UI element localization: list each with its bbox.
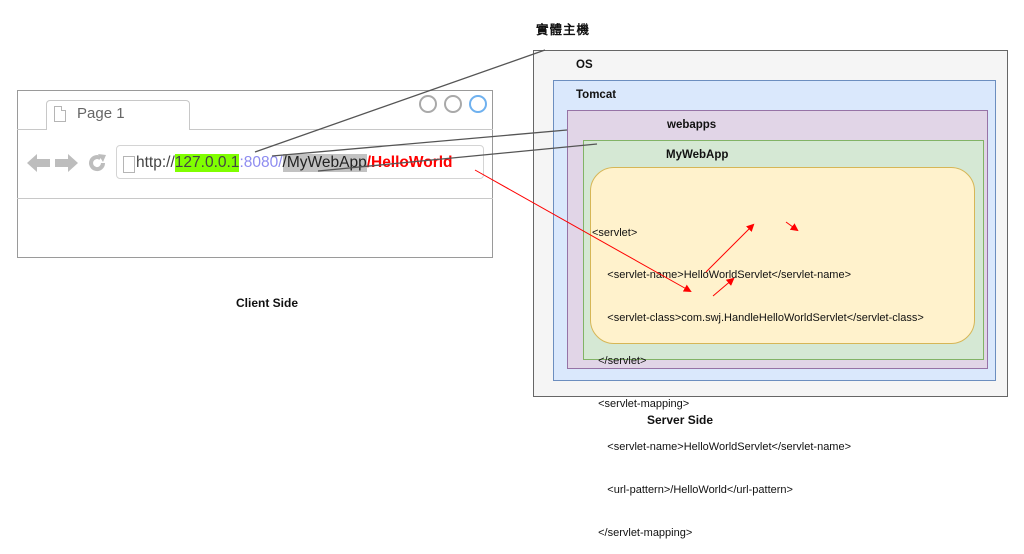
web-xml-config: <servlet> <servlet-name>HelloWorldServle… bbox=[592, 197, 924, 554]
forward-arrow-icon[interactable] bbox=[55, 153, 79, 177]
url-host: 127.0.0.1 bbox=[174, 154, 240, 172]
back-arrow-icon[interactable] bbox=[27, 153, 51, 177]
url-separator: / bbox=[278, 154, 283, 171]
url-app: /MyWebApp bbox=[282, 154, 367, 172]
url-port: :8080 bbox=[239, 154, 279, 171]
config-line: <servlet-mapping> bbox=[592, 398, 690, 411]
browser-tab[interactable] bbox=[46, 100, 190, 130]
toolbar-divider bbox=[17, 198, 493, 199]
tomcat-label: Tomcat bbox=[576, 89, 617, 101]
webapps-label: webapps bbox=[667, 119, 717, 131]
refresh-icon[interactable] bbox=[87, 153, 107, 177]
config-line: <servlet-name>HelloWorldServlet</servlet… bbox=[592, 441, 852, 454]
maximize-button[interactable] bbox=[444, 95, 462, 113]
config-line: <url-pattern>/HelloWorld</url-pattern> bbox=[592, 483, 793, 496]
config-line: <servlet-class>com.swj.HandleHelloWorldS… bbox=[592, 312, 924, 325]
client-side-caption: Client Side bbox=[236, 296, 299, 310]
server-side-caption: Server Side bbox=[647, 413, 714, 427]
config-line: </servlet> bbox=[592, 355, 647, 368]
document-icon bbox=[54, 106, 66, 122]
os-label: OS bbox=[576, 59, 593, 71]
config-line: </servlet-mapping> bbox=[592, 526, 693, 539]
config-line: <servlet-name>HelloWorldServlet</servlet… bbox=[592, 269, 852, 282]
minimize-button[interactable] bbox=[419, 95, 437, 113]
physical-host-label: 實體主機 bbox=[536, 23, 591, 37]
url-protocol: http:// bbox=[136, 154, 175, 171]
url-path: /HelloWorld bbox=[366, 154, 453, 171]
mywebapp-label: MyWebApp bbox=[666, 149, 729, 161]
close-button[interactable] bbox=[469, 95, 487, 113]
page-icon bbox=[123, 156, 135, 173]
url-text[interactable]: http://127.0.0.1:8080//MyWebApp/HelloWor… bbox=[136, 154, 453, 172]
tab-label: Page 1 bbox=[77, 105, 125, 122]
config-line: <servlet> bbox=[592, 226, 638, 239]
